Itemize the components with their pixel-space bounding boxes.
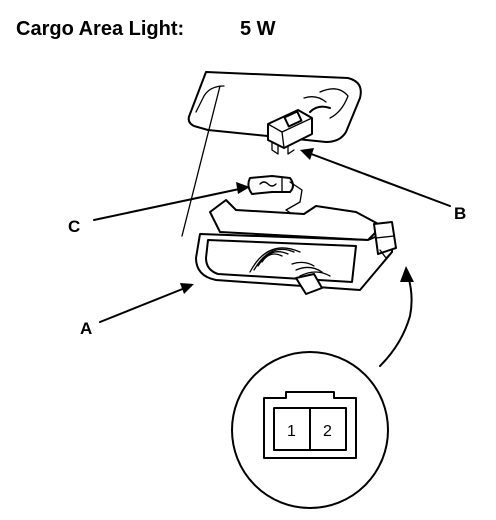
diagram-title: Cargo Area Light: bbox=[16, 18, 184, 40]
connector-detail: 1 2 bbox=[231, 351, 389, 509]
callout-b-label: B bbox=[454, 204, 466, 223]
mounting-panel bbox=[187, 71, 362, 143]
wattage-label: 5 W bbox=[240, 18, 276, 40]
detail-arrow bbox=[379, 266, 414, 367]
alignment-line bbox=[181, 85, 221, 237]
harness-connector bbox=[267, 109, 313, 155]
light-housing bbox=[195, 199, 397, 295]
pin-2-label: 2 bbox=[323, 423, 332, 440]
callout-c: C bbox=[68, 182, 250, 236]
pin-1-label: 1 bbox=[287, 423, 296, 440]
callout-a: A bbox=[80, 283, 194, 338]
harness-wire bbox=[309, 105, 331, 113]
callout-a-label: A bbox=[80, 319, 92, 338]
callout-b: B bbox=[300, 148, 466, 223]
callout-c-label: C bbox=[68, 217, 80, 236]
bulb bbox=[247, 175, 294, 195]
